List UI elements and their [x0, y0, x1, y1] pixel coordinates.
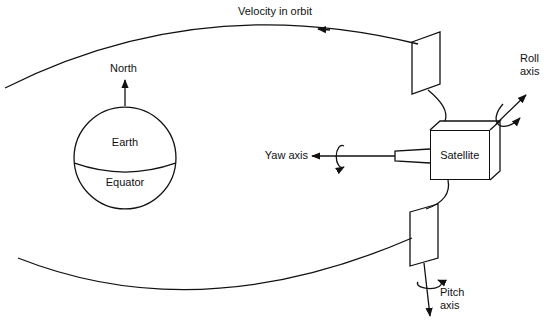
globe-outline [73, 106, 177, 210]
satellite-nozzle [395, 149, 430, 163]
globe-circle [74, 107, 176, 209]
satellite-box: Satellite [430, 130, 490, 180]
orbit-path [5, 25, 418, 88]
orbit-label: Velocity in orbit [238, 5, 312, 18]
pitch-rotation [417, 280, 441, 289]
axis-label: Pitch axis [440, 286, 468, 312]
roll-axis-arrow [496, 95, 526, 124]
yaw-axis-arrow [312, 155, 395, 156]
solar-panel [412, 32, 440, 94]
equator-label: Equator [106, 176, 145, 189]
panel-arm [428, 90, 446, 121]
yaw-rotation [336, 146, 344, 168]
north-arrow [124, 80, 125, 106]
equator-line [75, 163, 176, 172]
solar-panel [410, 204, 438, 266]
direction-label: North [110, 62, 137, 75]
roll-rotation [496, 104, 520, 126]
axis-label: Yaw axis [265, 149, 308, 162]
orbit-arrow [318, 29, 330, 30]
satellite-name: Satellite [440, 149, 479, 162]
panel-arm [426, 180, 449, 209]
earth-globe: EarthEquator [73, 106, 177, 210]
pitch-axis-arrow [424, 263, 430, 316]
orbit-path [18, 238, 412, 290]
axis-label: Roll axis [520, 52, 548, 78]
planet-name: Earth [112, 136, 138, 149]
satellite-body [430, 121, 500, 180]
